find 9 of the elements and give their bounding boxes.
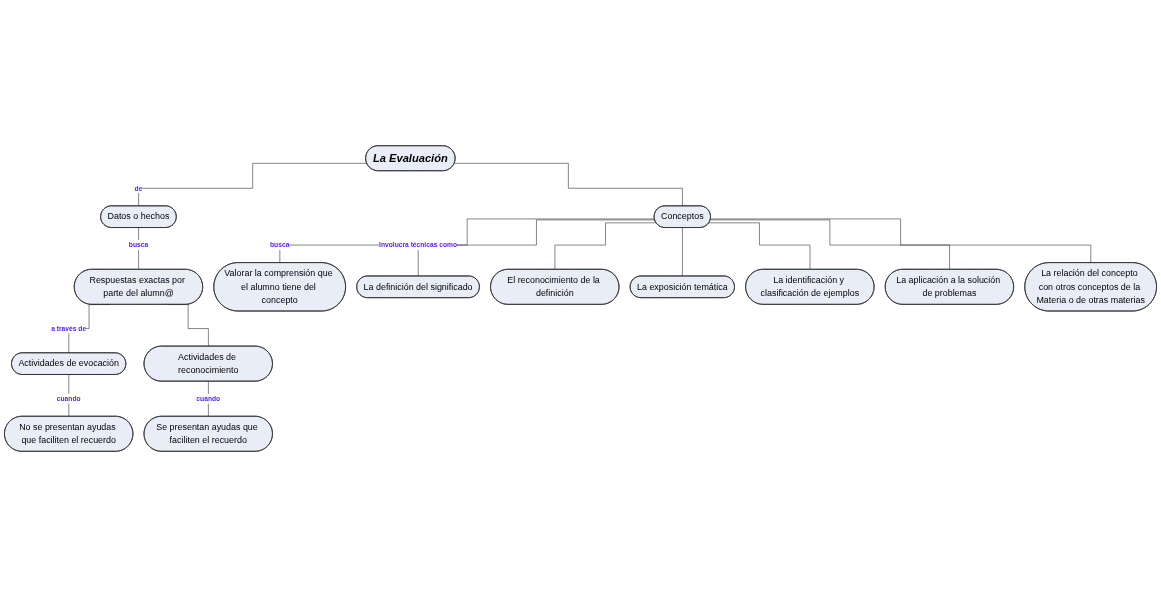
connector [710,218,1092,264]
connector [138,163,368,207]
connector [708,222,811,270]
connector [682,227,683,277]
connector [208,381,209,417]
connector [554,222,657,270]
connector [138,227,139,270]
connector [454,163,683,207]
connector [710,219,950,270]
